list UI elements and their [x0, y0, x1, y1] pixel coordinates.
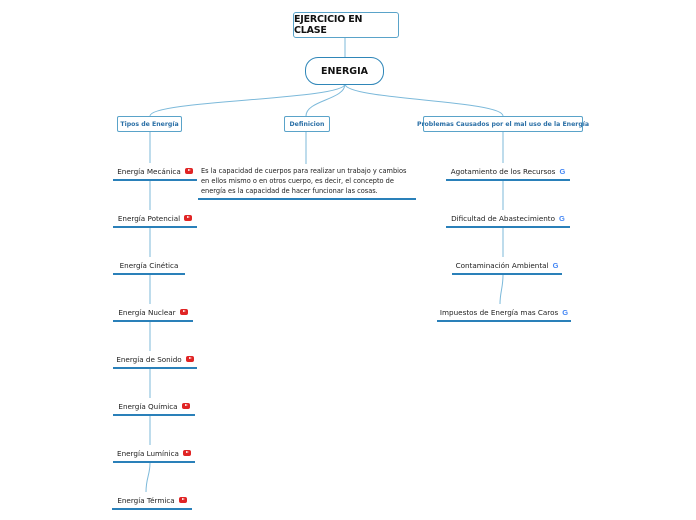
youtube-icon[interactable] [184, 215, 193, 221]
youtube-icon[interactable] [181, 403, 190, 409]
leaf-agotamiento-recursos[interactable]: Agotamiento de los Recursos G [446, 163, 570, 181]
leaf-label: Energía Térmica [117, 495, 175, 505]
leaf-contaminacion-ambiental[interactable]: Contaminación Ambiental G [452, 257, 562, 275]
central-topic[interactable]: ENERGIA [305, 57, 384, 85]
leaf-impuestos-energia[interactable]: Impuestos de Energía mas Caros G [437, 304, 571, 322]
google-icon[interactable]: G [559, 166, 566, 176]
branch-problemas[interactable]: Problemas Causados por el mal uso de la … [417, 116, 589, 132]
youtube-icon[interactable] [182, 450, 191, 456]
youtube-icon[interactable] [178, 497, 187, 503]
leaf-label: Contaminación Ambiental [455, 260, 549, 270]
google-icon[interactable]: G [552, 260, 559, 270]
leaf-energia-potencial[interactable]: Energía Potencial [113, 210, 197, 228]
leaf-dificultad-abastecimiento[interactable]: Dificultad de Abastecimiento G [446, 210, 570, 228]
connector-central-problemas [344, 83, 504, 117]
branch-tipos[interactable]: Tipos de Energía [117, 116, 182, 132]
leaf-label: Energía Cinética [119, 260, 179, 270]
branch-definicion[interactable]: Definicion [284, 116, 330, 132]
leaf-energia-termica[interactable]: Energía Térmica [112, 492, 192, 510]
youtube-icon[interactable] [179, 309, 188, 315]
connector-central-definicion [305, 83, 346, 117]
google-icon[interactable]: G [559, 213, 565, 223]
leaf-label: Energía Potencial [117, 213, 181, 223]
leaf-energia-cinetica[interactable]: Energía Cinética [113, 257, 185, 275]
leaf-label: Energía Química [118, 401, 178, 411]
branch-definicion-label: Definicion [289, 120, 325, 128]
leaf-energia-de-sonido[interactable]: Energía de Sonido [113, 351, 197, 369]
root-topic[interactable]: EJERCICIO EN CLASE [293, 12, 399, 38]
definicion-text[interactable]: Es la capacidad de cuerpos para realizar… [198, 166, 416, 200]
leaf-energia-nuclear[interactable]: Energía Nuclear [113, 304, 193, 322]
central-topic-label: ENERGIA [321, 65, 368, 77]
leaf-label: Dificultad de Abastecimiento [451, 213, 556, 223]
leaf-label: Energía de Sonido [116, 354, 182, 364]
leaf-label: Energía Nuclear [118, 307, 176, 317]
leaf-label: Energía Mecánica [117, 166, 181, 176]
leaf-energia-mecanica[interactable]: Energía Mecánica [113, 163, 197, 181]
leaf-energia-luminica[interactable]: Energía Lumínica [113, 445, 195, 463]
youtube-icon[interactable] [185, 356, 194, 362]
leaf-energia-quimica[interactable]: Energía Química [113, 398, 195, 416]
leaf-label: Energía Lumínica [117, 448, 179, 458]
leaf-label: Impuestos de Energía mas Caros [439, 307, 559, 317]
branch-problemas-label: Problemas Causados por el mal uso de la … [416, 120, 590, 128]
youtube-icon[interactable] [184, 168, 193, 174]
google-icon[interactable]: G [562, 307, 569, 317]
root-topic-label: EJERCICIO EN CLASE [294, 14, 363, 36]
leaf-label: Agotamiento de los Recursos [450, 166, 556, 176]
branch-tipos-label: Tipos de Energía [120, 120, 179, 128]
connector-central-tipos [149, 83, 346, 117]
